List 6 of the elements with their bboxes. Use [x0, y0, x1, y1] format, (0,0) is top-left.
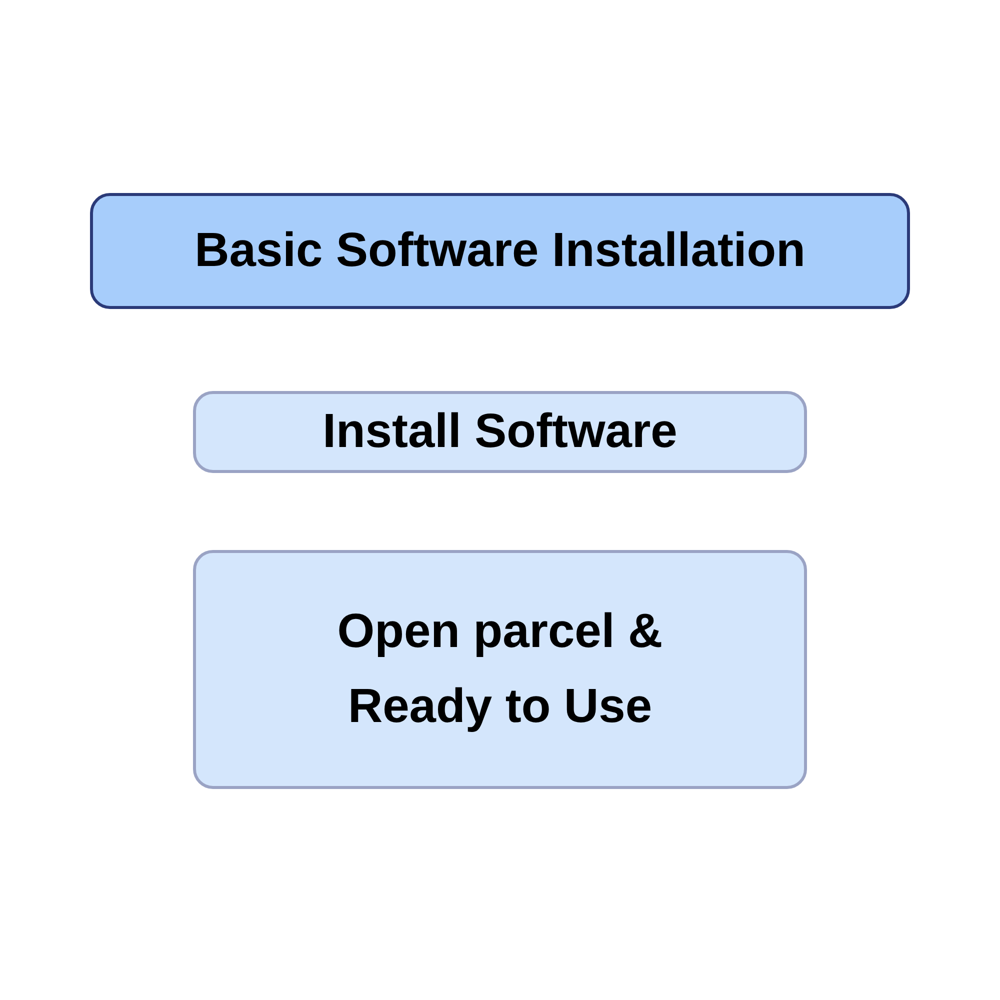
box-label: Open parcel & Ready to Use	[336, 604, 664, 734]
process-box	[193, 391, 807, 473]
process-box	[193, 550, 807, 789]
box-label: Basic Software Installation	[194, 222, 806, 279]
process-box	[90, 193, 910, 309]
box-label: Install Software	[322, 404, 678, 460]
